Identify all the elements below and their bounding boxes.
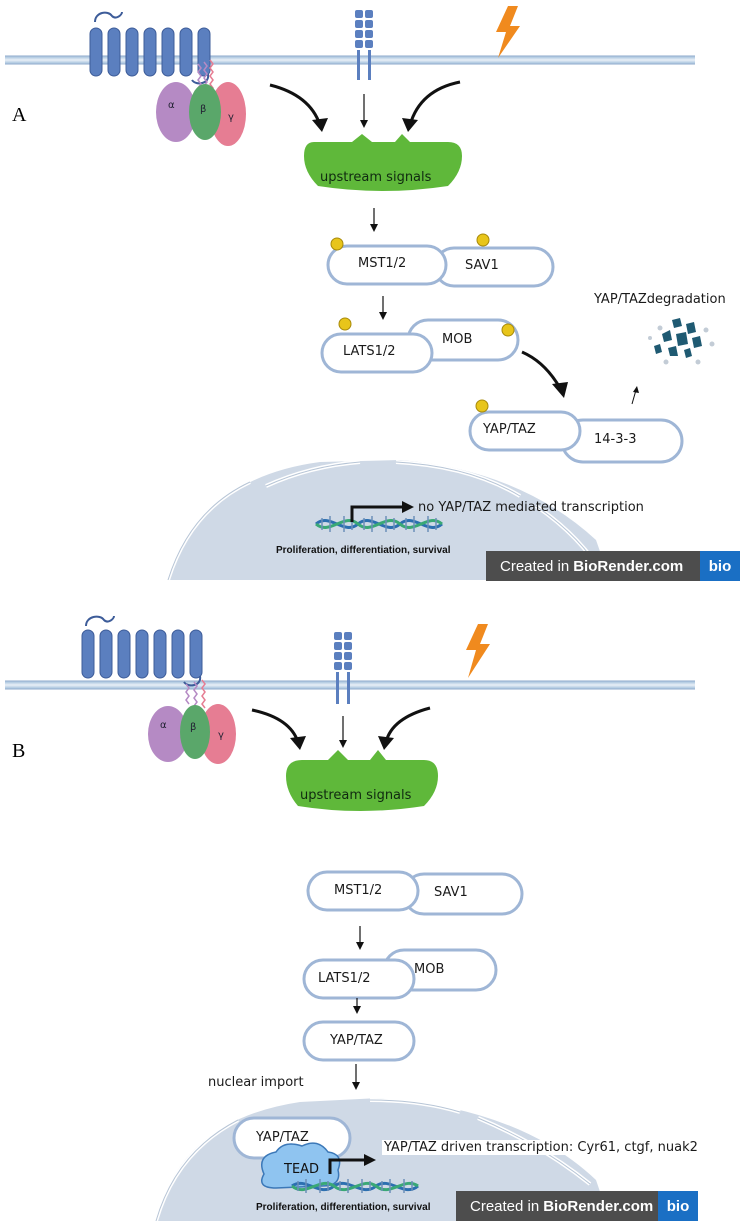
g-beta-label: β — [200, 104, 207, 115]
mob-label: MOB — [414, 962, 445, 977]
g-gamma-label: γ — [228, 112, 234, 123]
g-gamma-label: γ — [218, 730, 224, 741]
upstream-signals-label: upstream signals — [320, 170, 432, 185]
upstream-signals-block — [286, 750, 438, 811]
phosphate-icon — [338, 317, 352, 331]
gpcr-icon — [89, 11, 211, 85]
biorender-logo: bio — [700, 551, 740, 581]
mst-label: MST1/2 — [358, 256, 407, 271]
panel-b: B α β γ upstream signals MST1/2 SAV1 LAT… — [0, 600, 750, 1221]
arrowhead — [402, 118, 418, 132]
g-alpha-label: α — [160, 720, 167, 731]
dna-icon — [315, 516, 443, 532]
lats-shape — [302, 958, 416, 1000]
yaptaz-shape — [302, 1020, 416, 1062]
phosphate-icon — [476, 233, 490, 247]
rtk-receptor-icon — [355, 10, 373, 80]
upstream-signals-label: upstream signals — [300, 788, 412, 803]
yaptaz-nuclear-label: YAP/TAZ — [256, 1130, 309, 1145]
panel-a-graphics — [5, 6, 715, 580]
transcription-arrow-icon — [350, 505, 404, 522]
signal-arrows — [251, 706, 431, 743]
watermark-text: Created in — [500, 557, 570, 575]
upstream-signals-block — [304, 134, 462, 191]
g-protein-icon — [148, 679, 236, 764]
panel-label: A — [12, 104, 27, 126]
degradation-label: YAP/TAZdegradation — [594, 292, 726, 307]
biorender-watermark: Created in BioRender.com bio — [456, 1191, 698, 1221]
phosphate-icon — [475, 399, 489, 413]
caption: Proliferation, differentiation, survival — [276, 545, 451, 556]
tead-shape — [261, 1142, 341, 1189]
lats-label: LATS1/2 — [343, 344, 396, 359]
mob-label: MOB — [442, 332, 473, 347]
signal-arrows — [269, 80, 461, 126]
dna-icon — [291, 1179, 419, 1193]
phosphate-icon — [501, 323, 515, 337]
biorender-logo: bio — [658, 1191, 698, 1221]
watermark-brand: BioRender.com — [543, 1197, 654, 1215]
transcription-label: YAP/TAZ driven transcription: Cyr61, ctg… — [382, 1140, 700, 1155]
lightning-icon — [496, 6, 520, 58]
lightning-icon — [466, 624, 490, 678]
mst-shape — [326, 244, 448, 286]
rtk-receptor-icon — [334, 632, 352, 704]
tead-label: TEAD — [284, 1162, 320, 1177]
gpcr-icon — [81, 615, 203, 687]
sav1-label: SAV1 — [434, 885, 468, 900]
caption: Proliferation, differentiation, survival — [256, 1202, 431, 1213]
g-alpha-label: α — [168, 100, 175, 111]
transcription-arrow-icon — [328, 1158, 366, 1174]
transcription-label: no YAP/TAZ mediated transcription — [418, 500, 644, 515]
yaptaz-label: YAP/TAZ — [483, 422, 536, 437]
mst-label: MST1/2 — [334, 883, 383, 898]
panel-a: A α β γ upstream signals MST1/2 SAV1 LAT… — [0, 0, 750, 581]
nuclear-import-label: nuclear import — [208, 1075, 304, 1090]
lats-shape — [320, 332, 434, 374]
arrowhead — [312, 118, 328, 132]
fourteen-label: 14-3-3 — [594, 432, 637, 447]
watermark-brand: BioRender.com — [573, 557, 684, 575]
mst-shape — [306, 870, 420, 912]
sav1-label: SAV1 — [465, 258, 499, 273]
watermark-text: Created in — [470, 1197, 540, 1215]
lats-label: LATS1/2 — [318, 971, 371, 986]
panel-b-graphics — [5, 615, 695, 1221]
yaptaz-label: YAP/TAZ — [330, 1033, 383, 1048]
biorender-watermark: Created in BioRender.com bio — [486, 551, 740, 581]
yaptaz-shape — [468, 410, 582, 452]
phosphorylation-arrow — [521, 350, 562, 389]
g-protein-icon — [156, 59, 246, 146]
phosphate-icon — [330, 237, 344, 251]
degradation-fragments-icon — [648, 318, 715, 365]
g-beta-label: β — [190, 722, 197, 733]
panel-label: B — [12, 740, 26, 762]
